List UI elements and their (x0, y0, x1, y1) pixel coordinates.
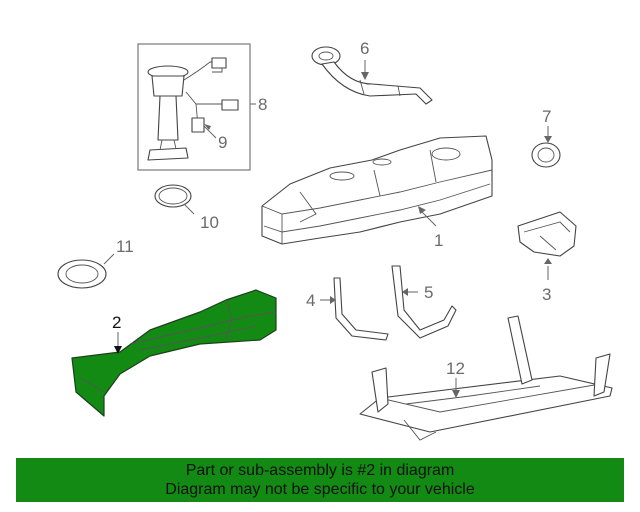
fuel-tank[interactable] (261, 135, 493, 245)
fuel-pump-module[interactable] (147, 57, 239, 161)
callout-10: 10 (200, 213, 219, 232)
callout-3: 3 (542, 285, 551, 304)
highlighted-part-2[interactable] (71, 289, 277, 417)
banner-line-1: Part or sub-assembly is #2 in diagram (185, 462, 455, 479)
callout-6: 6 (360, 39, 369, 58)
callout-8: 8 (258, 95, 267, 114)
callout-1: 1 (434, 231, 443, 250)
info-banner: Part or sub-assembly is #2 in diagram Di… (16, 458, 624, 502)
fuel-filler-neck[interactable] (311, 46, 433, 105)
tank-strap-4[interactable] (333, 277, 389, 341)
callout-7: 7 (542, 107, 551, 126)
callout-5: 5 (424, 283, 433, 302)
banner-line-2: Diagram may not be specific to your vehi… (165, 481, 475, 498)
lock-ring[interactable] (57, 259, 107, 289)
fuel-cap[interactable] (531, 142, 561, 168)
callout-2: 2 (112, 313, 121, 332)
callout-4: 4 (306, 291, 315, 310)
callout-11: 11 (116, 237, 134, 256)
parts-diagram: 1 2 3 4 5 6 7 8 9 10 11 12 (57, 39, 613, 441)
heat-shield[interactable] (517, 211, 577, 257)
gasket-ring[interactable] (154, 184, 192, 208)
callout-12: 12 (446, 359, 465, 378)
fuel-pump-module-group (137, 43, 256, 171)
skid-plate[interactable] (359, 315, 613, 441)
callout-9: 9 (218, 133, 227, 152)
tank-strap-5[interactable] (391, 265, 457, 339)
